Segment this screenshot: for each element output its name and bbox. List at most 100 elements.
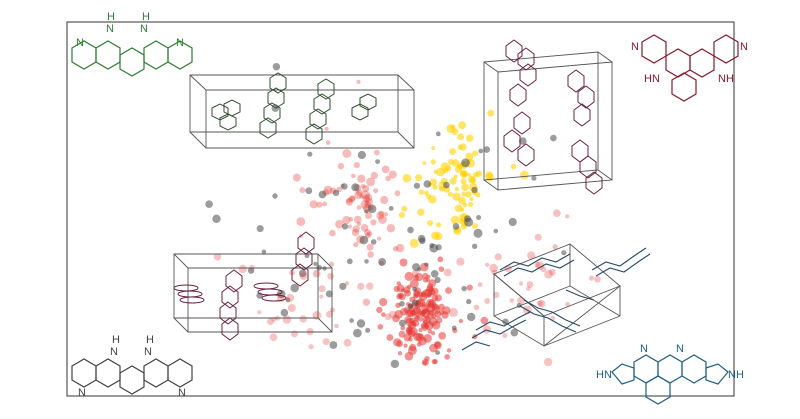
scatter-point [249, 264, 255, 271]
scatter-point [407, 325, 413, 331]
scatter-point [510, 163, 517, 170]
molecule-label-green-n4: N [176, 37, 184, 49]
scatter-point [437, 256, 444, 263]
scatter-point [484, 298, 491, 304]
scatter-point [389, 310, 397, 319]
scatter-point [332, 189, 340, 197]
scatter-point [261, 249, 267, 255]
scatter-point [365, 198, 373, 206]
scatter-point [413, 291, 420, 298]
scatter-point [377, 236, 382, 241]
scatter-point [400, 308, 408, 316]
scatter-point [465, 191, 472, 198]
scatter-point [411, 299, 419, 307]
scatter-point [352, 225, 360, 233]
scatter-point [334, 323, 339, 329]
scatter-point [594, 276, 601, 283]
scatter-point [326, 310, 333, 318]
molecule-label-green-h1: H [107, 11, 115, 23]
scatter-point [360, 224, 369, 232]
scatter-point [376, 211, 385, 220]
scatter-point [318, 190, 327, 199]
scatter-point [424, 190, 429, 196]
scatter-point [434, 294, 442, 302]
scatter-point [444, 354, 450, 360]
scatter-point [447, 191, 453, 197]
scatter-point [399, 293, 406, 301]
scatter-point [404, 316, 412, 324]
molecule-label-maroon-n1: N [631, 41, 639, 53]
scatter-point [325, 290, 333, 298]
scatter-point [327, 272, 335, 280]
scatter-point [378, 210, 385, 217]
molecule-label-maroon-hn: HN [644, 73, 660, 85]
scatter-point [351, 183, 360, 192]
scatter-point [493, 228, 499, 234]
scatter-point [565, 301, 571, 307]
molecule-label-green-n2: N [140, 23, 148, 35]
scatter-point [394, 190, 401, 197]
scatter-point [364, 209, 369, 214]
scatter-point [341, 223, 349, 230]
scatter-point [342, 149, 352, 158]
scatter-point [354, 191, 363, 200]
scatter-point [370, 219, 377, 226]
scatter-point [448, 158, 455, 165]
scatter-point [502, 318, 509, 325]
scatter-point [435, 244, 442, 251]
scatter-point [565, 214, 570, 219]
scatter-point [418, 327, 423, 333]
scatter-point [550, 315, 556, 321]
scatter-point [397, 351, 403, 356]
scatter-point [299, 272, 308, 280]
scatter-point [427, 329, 432, 334]
scatter-point [409, 238, 419, 248]
scatter-point [376, 306, 383, 314]
scatter-point [443, 181, 450, 189]
scatter-point [473, 172, 479, 178]
scatter-point [422, 161, 427, 166]
scatter-point [467, 312, 476, 322]
scatter-point [509, 298, 515, 303]
scatter-point [425, 193, 432, 200]
scatter-point [462, 171, 467, 176]
scatter-point [287, 304, 296, 312]
scatter-point [409, 279, 419, 289]
scatter-point [417, 234, 426, 243]
scatter-point [431, 146, 436, 151]
scatter-point [461, 191, 467, 197]
scatter-point [421, 358, 429, 366]
scatter-point [424, 262, 429, 267]
scatter-point [468, 201, 474, 207]
scatter-point [313, 261, 318, 266]
scatter-point [362, 195, 370, 203]
scatter-point [290, 283, 300, 293]
scatter-point [324, 126, 329, 131]
scatter-point [319, 294, 324, 299]
crystal-cell-maroon [483, 51, 613, 191]
scatter-point [537, 300, 543, 307]
scatter-point [353, 162, 360, 169]
scatter-point [519, 137, 527, 145]
scatter-point [351, 173, 356, 179]
scatter-point [418, 316, 424, 322]
scatter-point [361, 183, 366, 189]
scatter-point [343, 338, 352, 347]
scatter-point [412, 263, 421, 272]
scatter-point [412, 286, 417, 292]
scatter-point [298, 269, 307, 278]
scatter-point [364, 229, 371, 236]
scatter-point [360, 200, 370, 210]
scatter-point [366, 231, 373, 237]
scatter-point [299, 315, 307, 323]
scatter-point [375, 159, 380, 165]
scatter-point [460, 178, 467, 185]
scatter-point [395, 243, 405, 253]
scatter-point [325, 140, 331, 145]
scatter-point [477, 282, 483, 287]
scatter-point [419, 311, 426, 318]
scatter-point [366, 282, 374, 290]
scatter-point [407, 226, 414, 234]
scatter-point [322, 338, 330, 346]
